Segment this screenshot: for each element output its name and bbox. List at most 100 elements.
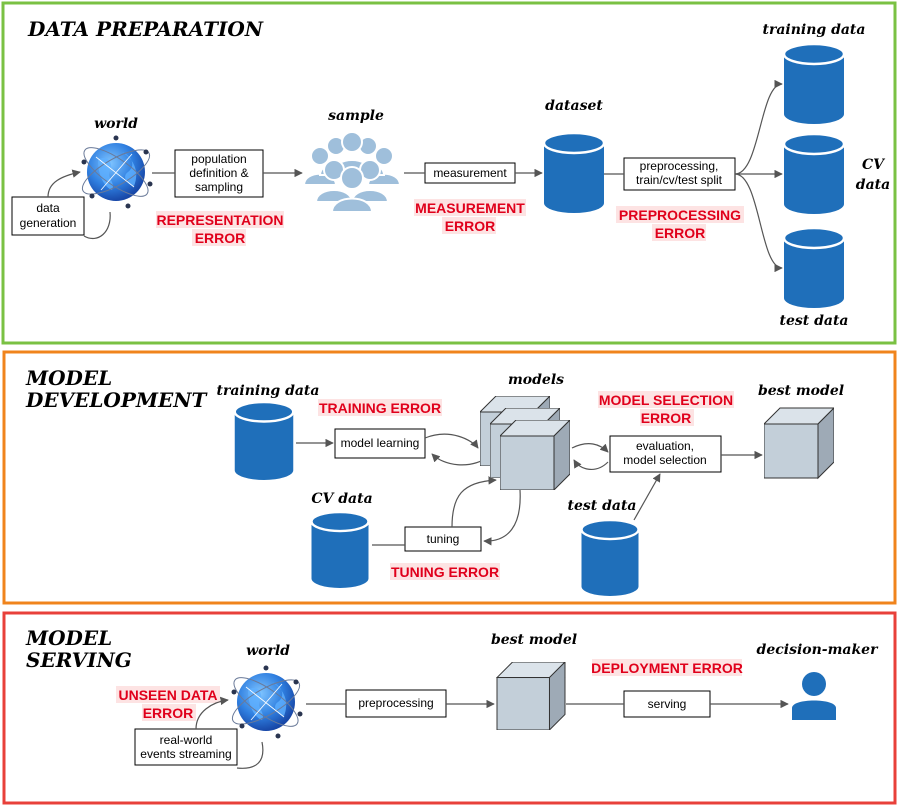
- section-model-development: MODEL DEVELOPMENT training data TRAINING…: [2, 350, 897, 605]
- model-learning-box: [334, 428, 426, 459]
- evaluation-box: [609, 435, 722, 473]
- cv-data-label-line2: data: [856, 177, 890, 193]
- arrow-world-loop: [236, 741, 264, 769]
- tuning-box: [404, 526, 482, 552]
- model-cube-icon: [500, 420, 570, 490]
- test-data-label: test data: [780, 313, 849, 329]
- best-model-label: best model: [491, 632, 577, 648]
- tuning-error-bg: [390, 563, 500, 580]
- tuning-error-label: TUNING ERROR: [391, 564, 499, 580]
- section-model-serving: MODEL SERVING world UNSEEN DATA ERROR re…: [2, 611, 897, 805]
- measurement-error-bg: [414, 199, 526, 216]
- world-globe-icon: [76, 135, 156, 209]
- cv-data-label: CV data: [311, 491, 372, 507]
- sample-people-icon: [302, 131, 402, 213]
- section-title-line1: MODEL: [25, 366, 112, 390]
- preprocessing-error-bg: [616, 206, 744, 223]
- training-data-label: training data: [763, 22, 866, 38]
- deployment-error-bg: [592, 659, 742, 676]
- arrow-world-loop: [83, 211, 111, 240]
- deployment-error-label: DEPLOYMENT ERROR: [591, 660, 743, 676]
- population-line3: sampling: [195, 180, 243, 194]
- arrow-learning-to-models: [424, 433, 479, 449]
- preprocessing-error-line1: PREPROCESSING: [619, 207, 741, 223]
- real-world-line2: events streaming: [140, 747, 231, 761]
- representation-error-line2: ERROR: [195, 230, 246, 246]
- unseen-error-bg2: [142, 704, 196, 721]
- world-globe-icon: [226, 665, 306, 739]
- model-selection-error-bg2: [640, 409, 694, 426]
- population-line2: definition &: [189, 166, 248, 180]
- representation-error-bg: [156, 211, 284, 228]
- best-model-cube-icon: [764, 407, 834, 479]
- section-border: [1, 1, 897, 345]
- section-title: DATA PREPARATION: [27, 17, 264, 41]
- section-data-preparation: DATA PREPARATION world data generation p…: [1, 1, 897, 345]
- best-model-cube-icon: [496, 662, 566, 730]
- section-title-line2: SERVING: [26, 648, 132, 672]
- model-learning-label: model learning: [341, 436, 420, 450]
- real-world-line1: real-world: [160, 733, 213, 747]
- preprocessing-error-line2: ERROR: [655, 225, 706, 241]
- serving-box: [623, 690, 711, 718]
- preprocessing-label: preprocessing: [358, 696, 433, 710]
- arrow-test-to-evaluation: [633, 473, 661, 521]
- data-generation-line2: generation: [20, 216, 77, 230]
- arrow-models-to-tuning: [483, 489, 521, 546]
- evaluation-line1: evaluation,: [636, 439, 694, 453]
- models-label: models: [508, 372, 564, 388]
- arrow-realworld-to-world: [195, 696, 229, 730]
- unseen-error-line1: UNSEEN DATA: [118, 687, 217, 703]
- population-line1: population: [191, 152, 246, 166]
- test-data-label: test data: [568, 498, 637, 514]
- preprocessing-split-line2: train/cv/test split: [636, 173, 723, 187]
- model-selection-error-line1: MODEL SELECTION: [599, 392, 733, 408]
- measurement-label: measurement: [433, 166, 507, 180]
- dataset-label: dataset: [545, 98, 603, 114]
- training-data-database-icon: [784, 44, 844, 124]
- section-border: [2, 350, 897, 605]
- arrow-split-to-test: [734, 173, 783, 273]
- model-selection-error-bg: [598, 391, 734, 408]
- training-data-database-icon: [234, 402, 294, 480]
- training-error-bg: [318, 399, 442, 416]
- world-label: world: [94, 116, 138, 132]
- measurement-error-line1: MEASUREMENT: [415, 200, 525, 216]
- decision-maker-person-icon: [792, 672, 836, 720]
- arrow-split-to-training: [734, 79, 783, 175]
- tuning-label: tuning: [427, 532, 460, 546]
- best-model-label: best model: [758, 383, 844, 399]
- arrow-evaluation-to-models: [573, 459, 609, 470]
- section-border: [2, 611, 897, 805]
- section-title-line1: MODEL: [25, 626, 112, 650]
- real-world-box: [134, 728, 238, 766]
- model-selection-error-line2: ERROR: [641, 410, 692, 426]
- measurement-error-bg2: [442, 217, 496, 234]
- test-data-database-icon: [784, 228, 844, 308]
- preprocessing-error-bg2: [652, 224, 706, 241]
- cv-data-database-icon: [784, 134, 844, 214]
- serving-label: serving: [648, 697, 687, 711]
- preprocessing-box: [345, 689, 447, 718]
- evaluation-line2: model selection: [623, 453, 706, 467]
- unseen-error-line2: ERROR: [143, 705, 194, 721]
- training-data-label: training data: [217, 383, 320, 399]
- test-data-database-icon: [580, 520, 640, 596]
- dataset-database-icon: [544, 131, 604, 215]
- arrow-models-to-evaluation: [571, 443, 609, 453]
- training-error-label: TRAINING ERROR: [319, 400, 441, 416]
- cv-data-label-line1: CV: [862, 157, 886, 173]
- decision-maker-label: decision-maker: [757, 642, 880, 658]
- cv-data-database-icon: [310, 512, 370, 588]
- arrow-generation-to-world: [47, 169, 81, 198]
- population-box: [174, 149, 264, 198]
- world-label: world: [246, 643, 290, 659]
- data-generation-line1: data: [36, 201, 60, 215]
- representation-error-line1: REPRESENTATION: [156, 212, 283, 228]
- representation-error-bg2: [192, 229, 246, 246]
- measurement-error-line2: ERROR: [445, 218, 496, 234]
- unseen-error-bg: [116, 686, 220, 703]
- arrow-tuning-to-models: [451, 476, 497, 528]
- section-title-line2: DEVELOPMENT: [25, 388, 209, 412]
